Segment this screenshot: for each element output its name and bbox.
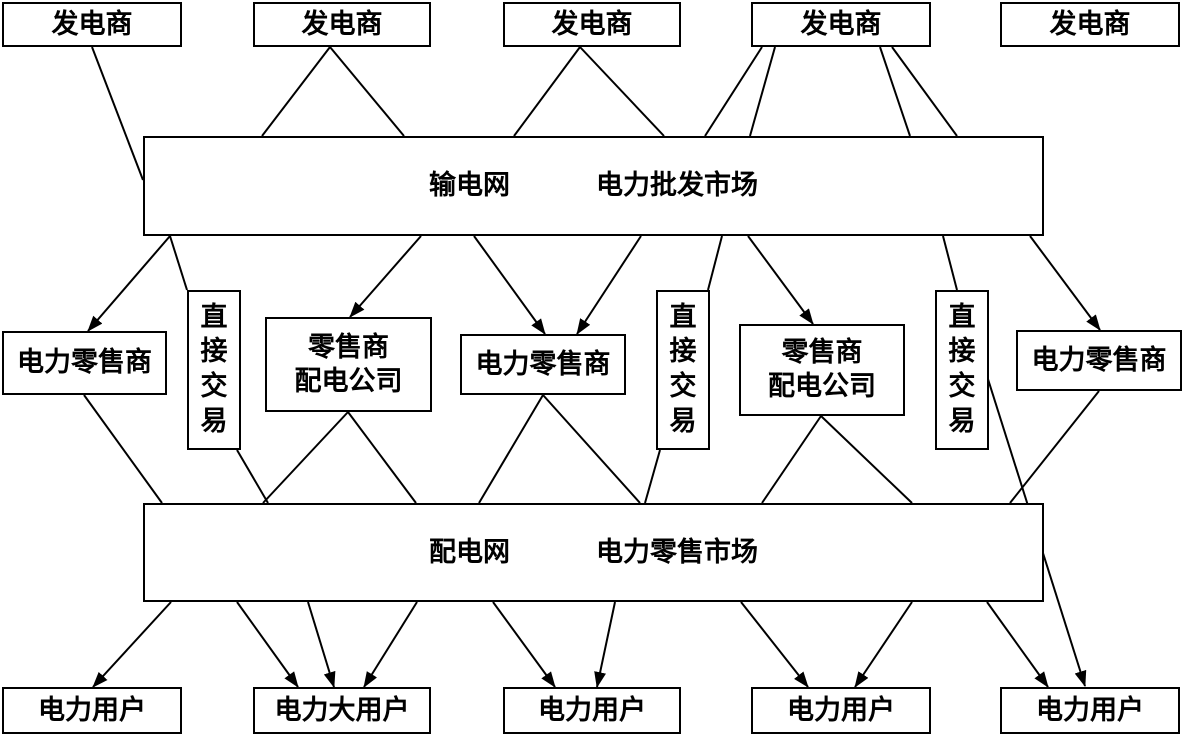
distribution-grid-label: 配电网 xyxy=(429,536,510,568)
connector-arrow xyxy=(473,235,546,335)
connector-arrow xyxy=(363,601,418,688)
direct-trade-char: 接 xyxy=(200,336,228,368)
retailer-box: 电力零售商 xyxy=(1016,330,1182,391)
direct-trade-char: 接 xyxy=(669,336,697,368)
connector-arrow xyxy=(92,601,172,688)
user-box: 电力用户 xyxy=(1000,687,1180,734)
connector-line xyxy=(236,449,269,504)
user-label: 电力用户 xyxy=(538,694,646,726)
retail-market-label: 电力零售市场 xyxy=(596,536,758,568)
generator-label: 发电商 xyxy=(301,8,383,40)
connector-arrow xyxy=(854,601,913,688)
direct-trade-char: 交 xyxy=(200,371,228,402)
connector-arrow xyxy=(740,601,809,688)
generator-label: 发电商 xyxy=(51,8,133,40)
direct-trade-char: 易 xyxy=(669,405,697,437)
connector-arrow xyxy=(986,601,1049,688)
connector-arrow xyxy=(594,601,616,688)
connector-line xyxy=(891,46,958,137)
connector-line xyxy=(169,235,188,291)
connector-line xyxy=(83,394,163,504)
connector-line xyxy=(942,235,958,291)
generator-label: 发电商 xyxy=(551,8,633,40)
generator-label: 发电商 xyxy=(1049,8,1131,40)
direct-trade-char: 易 xyxy=(948,405,976,437)
generator-box: 发电商 xyxy=(1000,2,1180,47)
distribution-company-line2: 配电公司 xyxy=(294,365,403,397)
transmission-grid-box: 输电网 电力批发市场 xyxy=(143,136,1044,236)
user-box: 电力用户 xyxy=(2,687,182,734)
connector-arrow xyxy=(1029,235,1101,331)
user-box: 电力用户 xyxy=(503,687,681,734)
retailer-label: 电力零售商 xyxy=(1031,344,1167,376)
retailer-box: 电力零售商 xyxy=(2,331,167,395)
connector-line xyxy=(707,235,723,291)
direct-trade-char: 交 xyxy=(948,371,976,402)
user-label: 电力用户 xyxy=(1036,694,1144,726)
direct-trade-char: 易 xyxy=(200,405,228,437)
connector-line xyxy=(644,449,661,504)
connector-line xyxy=(91,46,144,181)
connector-line xyxy=(513,46,581,137)
connector-line xyxy=(262,411,349,504)
user-label: 电力用户 xyxy=(38,694,146,726)
wholesale-market-label: 电力批发市场 xyxy=(596,170,758,202)
connector-line xyxy=(579,46,665,137)
user-box: 电力用户 xyxy=(751,687,931,734)
direct-trade-char: 直 xyxy=(948,301,976,333)
connector-arrow xyxy=(492,601,556,688)
retailer-label: 电力零售商 xyxy=(17,347,152,379)
distribution-company-line2: 配电公司 xyxy=(768,371,876,402)
direct-trade-char: 接 xyxy=(948,336,976,368)
distribution-company-box: 零售商 配电公司 xyxy=(739,324,905,416)
user-label: 电力大用户 xyxy=(274,694,410,726)
connector-line xyxy=(749,46,776,137)
direct-trade-char: 交 xyxy=(669,371,697,402)
connector-line xyxy=(261,46,331,137)
retailer-box: 电力零售商 xyxy=(460,334,626,395)
generator-box: 发电商 xyxy=(2,2,182,47)
retailer-label: 电力零售商 xyxy=(475,348,611,380)
generator-box: 发电商 xyxy=(503,2,681,47)
connector-line xyxy=(704,46,763,137)
connector-line xyxy=(761,415,822,504)
generator-box: 发电商 xyxy=(253,2,431,47)
connector-line xyxy=(1009,390,1100,504)
connector-line xyxy=(820,415,913,504)
connector-line xyxy=(347,411,417,504)
user-label: 电力用户 xyxy=(787,694,895,726)
large-user-box: 电力大用户 xyxy=(253,687,431,734)
connector-arrow xyxy=(87,235,171,332)
connector-arrow xyxy=(576,235,642,335)
connector-line xyxy=(879,46,911,137)
connector-line xyxy=(329,46,405,137)
transmission-grid-label: 输电网 xyxy=(429,170,510,202)
distribution-company-box: 零售商 配电公司 xyxy=(265,317,432,412)
direct-trade-box: 直 接 交 易 xyxy=(935,290,989,450)
connector-arrow xyxy=(747,235,814,325)
connector-arrow xyxy=(349,235,422,318)
distribution-company-line1: 零售商 xyxy=(781,337,863,369)
connector-line xyxy=(478,394,544,504)
direct-trade-box: 直 接 交 易 xyxy=(187,290,241,450)
direct-trade-char: 直 xyxy=(200,301,228,333)
connector-arrow xyxy=(307,601,336,688)
generator-box: 发电商 xyxy=(751,2,931,47)
direct-trade-char: 直 xyxy=(669,301,697,333)
connector-arrow xyxy=(236,601,299,688)
generator-label: 发电商 xyxy=(800,8,882,40)
connector-line xyxy=(542,394,641,504)
distribution-grid-box: 配电网 电力零售市场 xyxy=(143,503,1044,602)
distribution-company-line1: 零售商 xyxy=(308,331,389,363)
direct-trade-box: 直 接 交 易 xyxy=(656,290,710,450)
